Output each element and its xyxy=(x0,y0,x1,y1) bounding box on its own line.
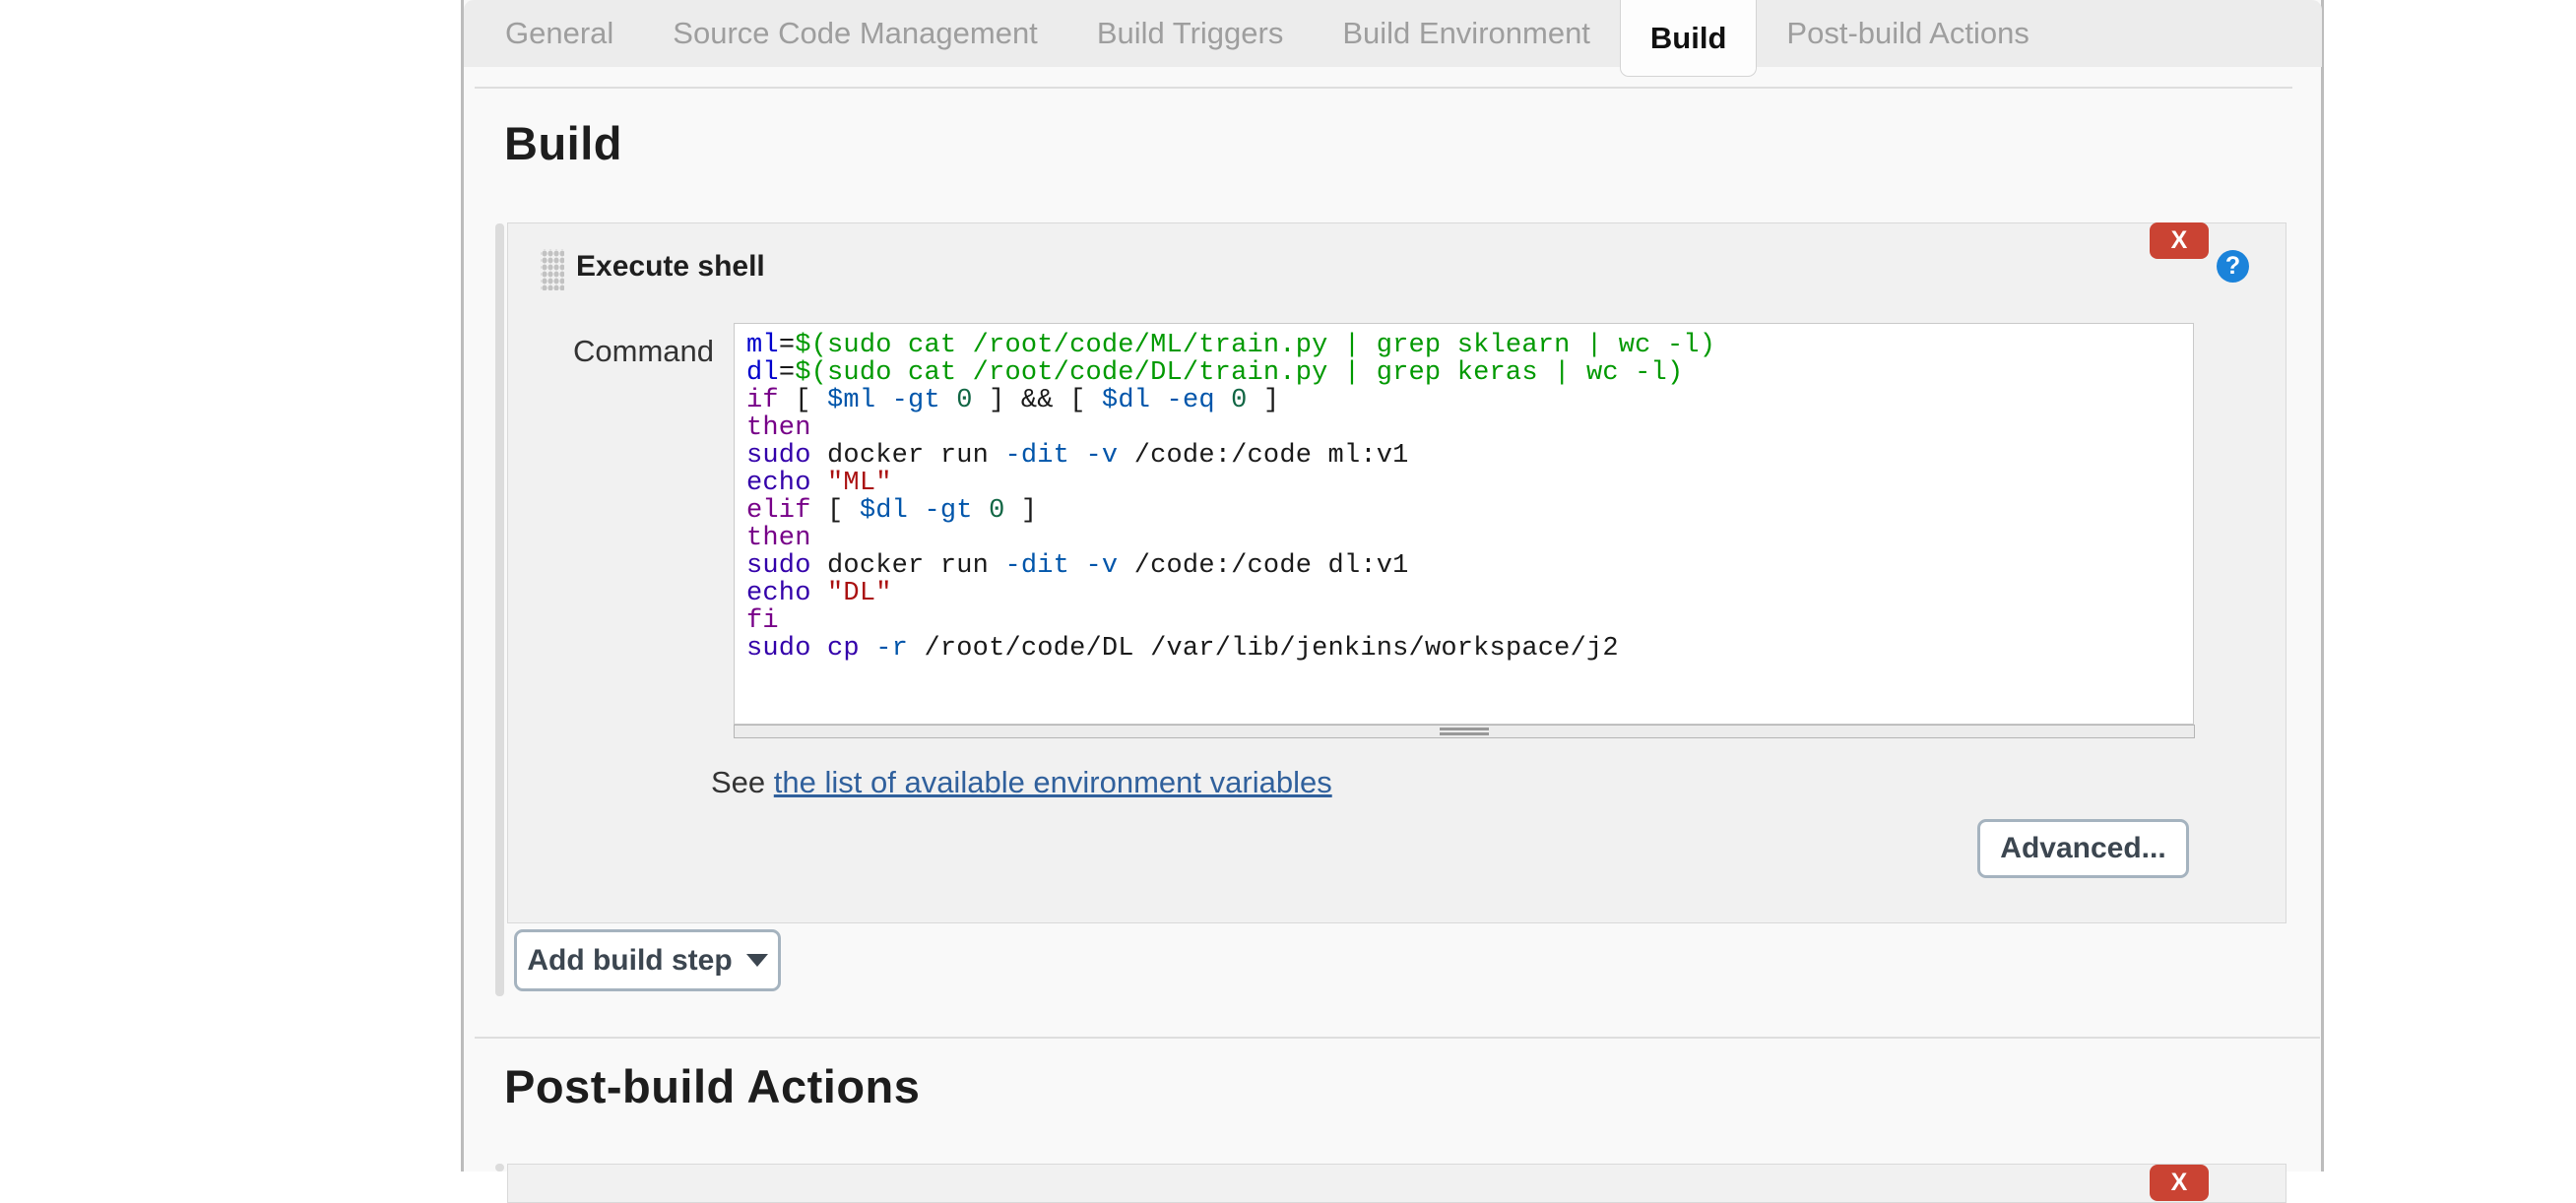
tab-build-environment[interactable]: Build Environment xyxy=(1313,0,1620,67)
left-page-border xyxy=(461,0,464,1171)
postbuild-step-card xyxy=(507,1164,2286,1203)
help-question-icon[interactable]: ? xyxy=(2217,250,2249,283)
build-section-title: Build xyxy=(504,117,622,169)
config-tab-bar: General Source Code Management Build Tri… xyxy=(464,0,2322,77)
tab-post-build-actions[interactable]: Post-build Actions xyxy=(1757,0,2058,67)
tab-build-triggers[interactable]: Build Triggers xyxy=(1067,0,1314,67)
tab-build[interactable]: Build xyxy=(1619,0,1758,77)
advanced-button[interactable]: Advanced... xyxy=(1977,819,2189,878)
postbuild-step-drag-strip[interactable] xyxy=(495,1164,504,1171)
build-step-drag-strip[interactable] xyxy=(495,223,504,996)
command-code: ml=$(sudo cat /root/code/ML/train.py | g… xyxy=(746,331,1716,664)
section-divider-top xyxy=(475,87,2292,89)
build-step-title: Execute shell xyxy=(576,250,765,283)
add-build-step-label: Add build step xyxy=(527,943,733,977)
env-vars-link[interactable]: the list of available environment variab… xyxy=(773,765,1332,799)
command-editor[interactable]: ml=$(sudo cat /root/code/ML/train.py | g… xyxy=(734,323,2194,725)
tab-source-code-management[interactable]: Source Code Management xyxy=(643,0,1067,67)
editor-resize-handle[interactable] xyxy=(734,725,2195,738)
resize-grip-icon xyxy=(1440,728,1489,735)
command-label: Command xyxy=(573,334,714,368)
postbuild-section-title: Post-build Actions xyxy=(504,1060,921,1112)
chevron-down-icon xyxy=(745,954,768,967)
section-divider-bottom xyxy=(475,1037,2320,1039)
jenkins-config-page: General Source Code Management Build Tri… xyxy=(461,0,2324,1203)
delete-build-step-button[interactable]: X xyxy=(2150,222,2209,259)
env-vars-hint: See the list of available environment va… xyxy=(711,765,1332,800)
add-build-step-button[interactable]: Add build step xyxy=(514,929,781,991)
advanced-button-label: Advanced... xyxy=(2000,832,2166,864)
tab-general[interactable]: General xyxy=(476,0,643,67)
right-page-border xyxy=(2321,0,2324,1171)
delete-postbuild-step-button[interactable]: X xyxy=(2150,1165,2209,1201)
see-text: See xyxy=(711,765,774,799)
drag-handle-icon[interactable] xyxy=(541,249,564,290)
